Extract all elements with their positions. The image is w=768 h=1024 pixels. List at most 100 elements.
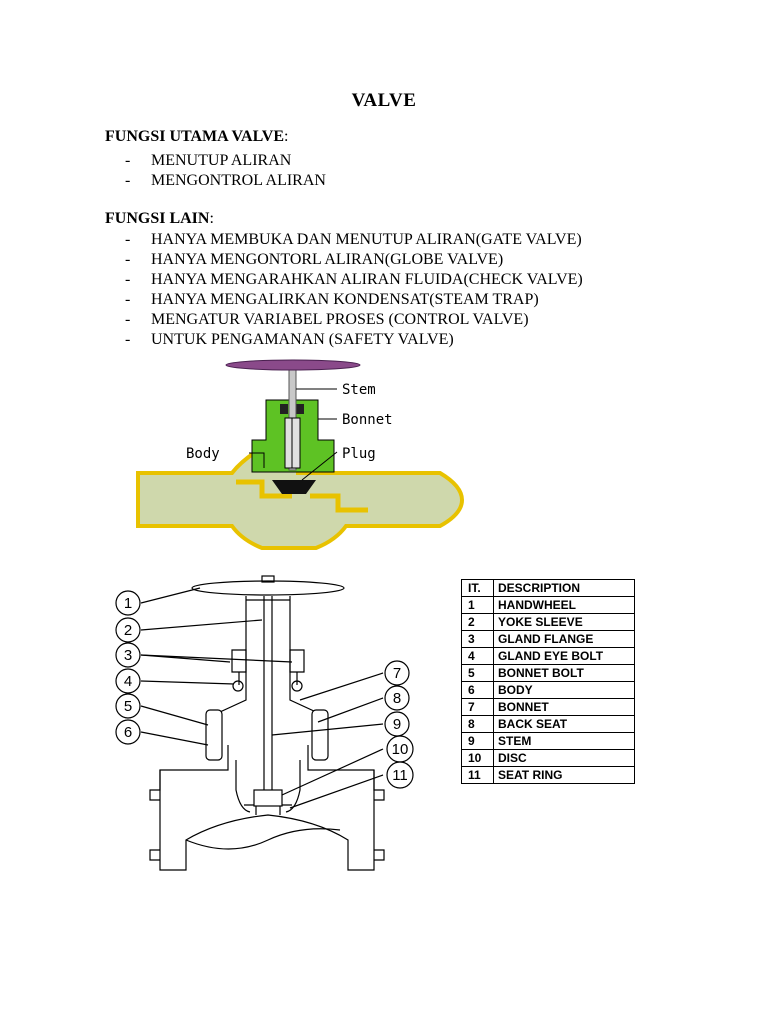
row-description: GLAND FLANGE	[493, 630, 635, 648]
cs-flange-left	[149, 770, 161, 861]
list-item-text: MENGONTROL ALIRAN	[151, 172, 326, 189]
list-item: -HANYA MENGARAHKAN ALIRAN FLUIDA(CHECK V…	[125, 271, 583, 288]
plug-label: Plug	[342, 446, 376, 462]
cs-bonnet-bolt-left	[205, 709, 223, 761]
callout-circle-7	[384, 660, 410, 686]
cs-stem	[263, 596, 273, 795]
callout-circle-4	[115, 668, 141, 694]
list-item: -HANYA MENGALIRKAN KONDENSAT(STEAM TRAP)	[125, 291, 539, 308]
leader-10	[281, 748, 384, 796]
header-it: IT.	[461, 579, 494, 597]
leader-1	[140, 587, 201, 604]
row-description: BONNET BOLT	[493, 664, 635, 682]
callout-9: 9	[393, 716, 401, 733]
row-it: 5	[461, 664, 494, 682]
callout-circle-5	[115, 693, 141, 719]
cs-gland-bolt-left	[231, 649, 247, 685]
main-functions-heading: FUNGSI UTAMA VALVE:	[105, 128, 288, 146]
callout-2: 2	[124, 622, 132, 639]
row-description: BACK SEAT	[493, 715, 635, 733]
row-it: 10	[461, 749, 494, 767]
list-item-text: HANYA MENGARAHKAN ALIRAN FLUIDA(CHECK VA…	[151, 271, 583, 288]
cs-gland-bolt-right	[289, 649, 305, 685]
list-item: -HANYA MENGONTORL ALIRAN(GLOBE VALVE)	[125, 251, 504, 268]
list-item-text: HANYA MENGALIRKAN KONDENSAT(STEAM TRAP)	[151, 291, 539, 308]
main-functions-heading-text: FUNGSI UTAMA VALVE	[105, 128, 285, 145]
row-it: 11	[461, 766, 494, 784]
cs-flange-right	[373, 770, 385, 861]
leader-8	[317, 697, 384, 723]
other-functions-colon: :	[209, 210, 214, 227]
list-item-text: HANYA MEMBUKA DAN MENUTUP ALIRAN(GATE VA…	[151, 231, 582, 248]
other-functions-heading: FUNGSI LAIN:	[105, 210, 214, 228]
row-it: 2	[461, 613, 494, 631]
row-description: YOKE SLEEVE	[493, 613, 635, 631]
cs-bonnet-bolt-right	[311, 709, 329, 761]
plug-leader	[301, 451, 338, 481]
row-description: SEAT RING	[493, 766, 635, 784]
cs-disc	[253, 789, 283, 807]
callout-circle-6	[115, 719, 141, 745]
callout-circle-2	[115, 617, 141, 643]
body-label: Body	[186, 446, 220, 462]
callout-11: 11	[392, 767, 408, 784]
cs-body-inner	[235, 760, 301, 813]
leader-7	[299, 672, 384, 701]
list-item: -UNTUK PENGAMANAN (SAFETY VALVE)	[125, 331, 454, 348]
cs-stem-nut	[261, 575, 275, 583]
list-item: -MENGONTROL ALIRAN	[125, 172, 326, 189]
callout-5: 5	[124, 698, 132, 715]
callout-circle-1	[115, 590, 141, 616]
valve-plug-shape	[272, 480, 316, 494]
body-leader	[249, 452, 265, 468]
main-functions-colon: :	[284, 128, 289, 145]
other-functions-list: -HANYA MEMBUKA DAN MENUTUP ALIRAN(GATE V…	[125, 230, 583, 350]
leader-4	[140, 680, 235, 685]
list-item-text: MENUTUP ALIRAN	[151, 152, 292, 169]
callout-8: 8	[393, 690, 401, 707]
row-description: STEM	[493, 732, 635, 750]
cs-body	[159, 745, 375, 871]
callout-6: 6	[124, 724, 132, 741]
callout-circle-11	[386, 761, 414, 789]
stem-label: Stem	[342, 382, 376, 398]
callout-1: 1	[124, 595, 132, 612]
row-description: BODY	[493, 681, 635, 699]
row-it: 8	[461, 715, 494, 733]
callout-circle-8	[384, 685, 410, 711]
callout-10: 10	[392, 741, 409, 758]
cs-partition	[185, 828, 341, 850]
other-functions-heading-text: FUNGSI LAIN	[105, 210, 210, 227]
row-it: 7	[461, 698, 494, 716]
list-item-text: HANYA MENGONTORL ALIRAN(GLOBE VALVE)	[151, 251, 504, 268]
header-description: DESCRIPTION	[493, 579, 635, 597]
list-item: -HANYA MEMBUKA DAN MENUTUP ALIRAN(GATE V…	[125, 231, 582, 248]
row-it: 6	[461, 681, 494, 699]
row-it: 1	[461, 596, 494, 614]
list-item: -MENUTUP ALIRAN	[125, 152, 292, 169]
row-it: 4	[461, 647, 494, 665]
row-description: GLAND EYE BOLT	[493, 647, 635, 665]
leader-3b	[140, 654, 293, 663]
list-item-text: UNTUK PENGAMANAN (SAFETY VALVE)	[151, 331, 454, 348]
list-item-text: MENGATUR VARIABEL PROSES (CONTROL VALVE)	[151, 311, 529, 328]
bonnet-nut-left	[280, 404, 288, 414]
cs-yoke	[245, 596, 291, 660]
main-functions-list: -MENUTUP ALIRAN -MENGONTROL ALIRAN	[125, 151, 326, 191]
leader-6	[140, 731, 209, 746]
cs-eye-right	[291, 680, 303, 692]
callout-3: 3	[124, 647, 132, 664]
leader-5	[140, 705, 209, 726]
